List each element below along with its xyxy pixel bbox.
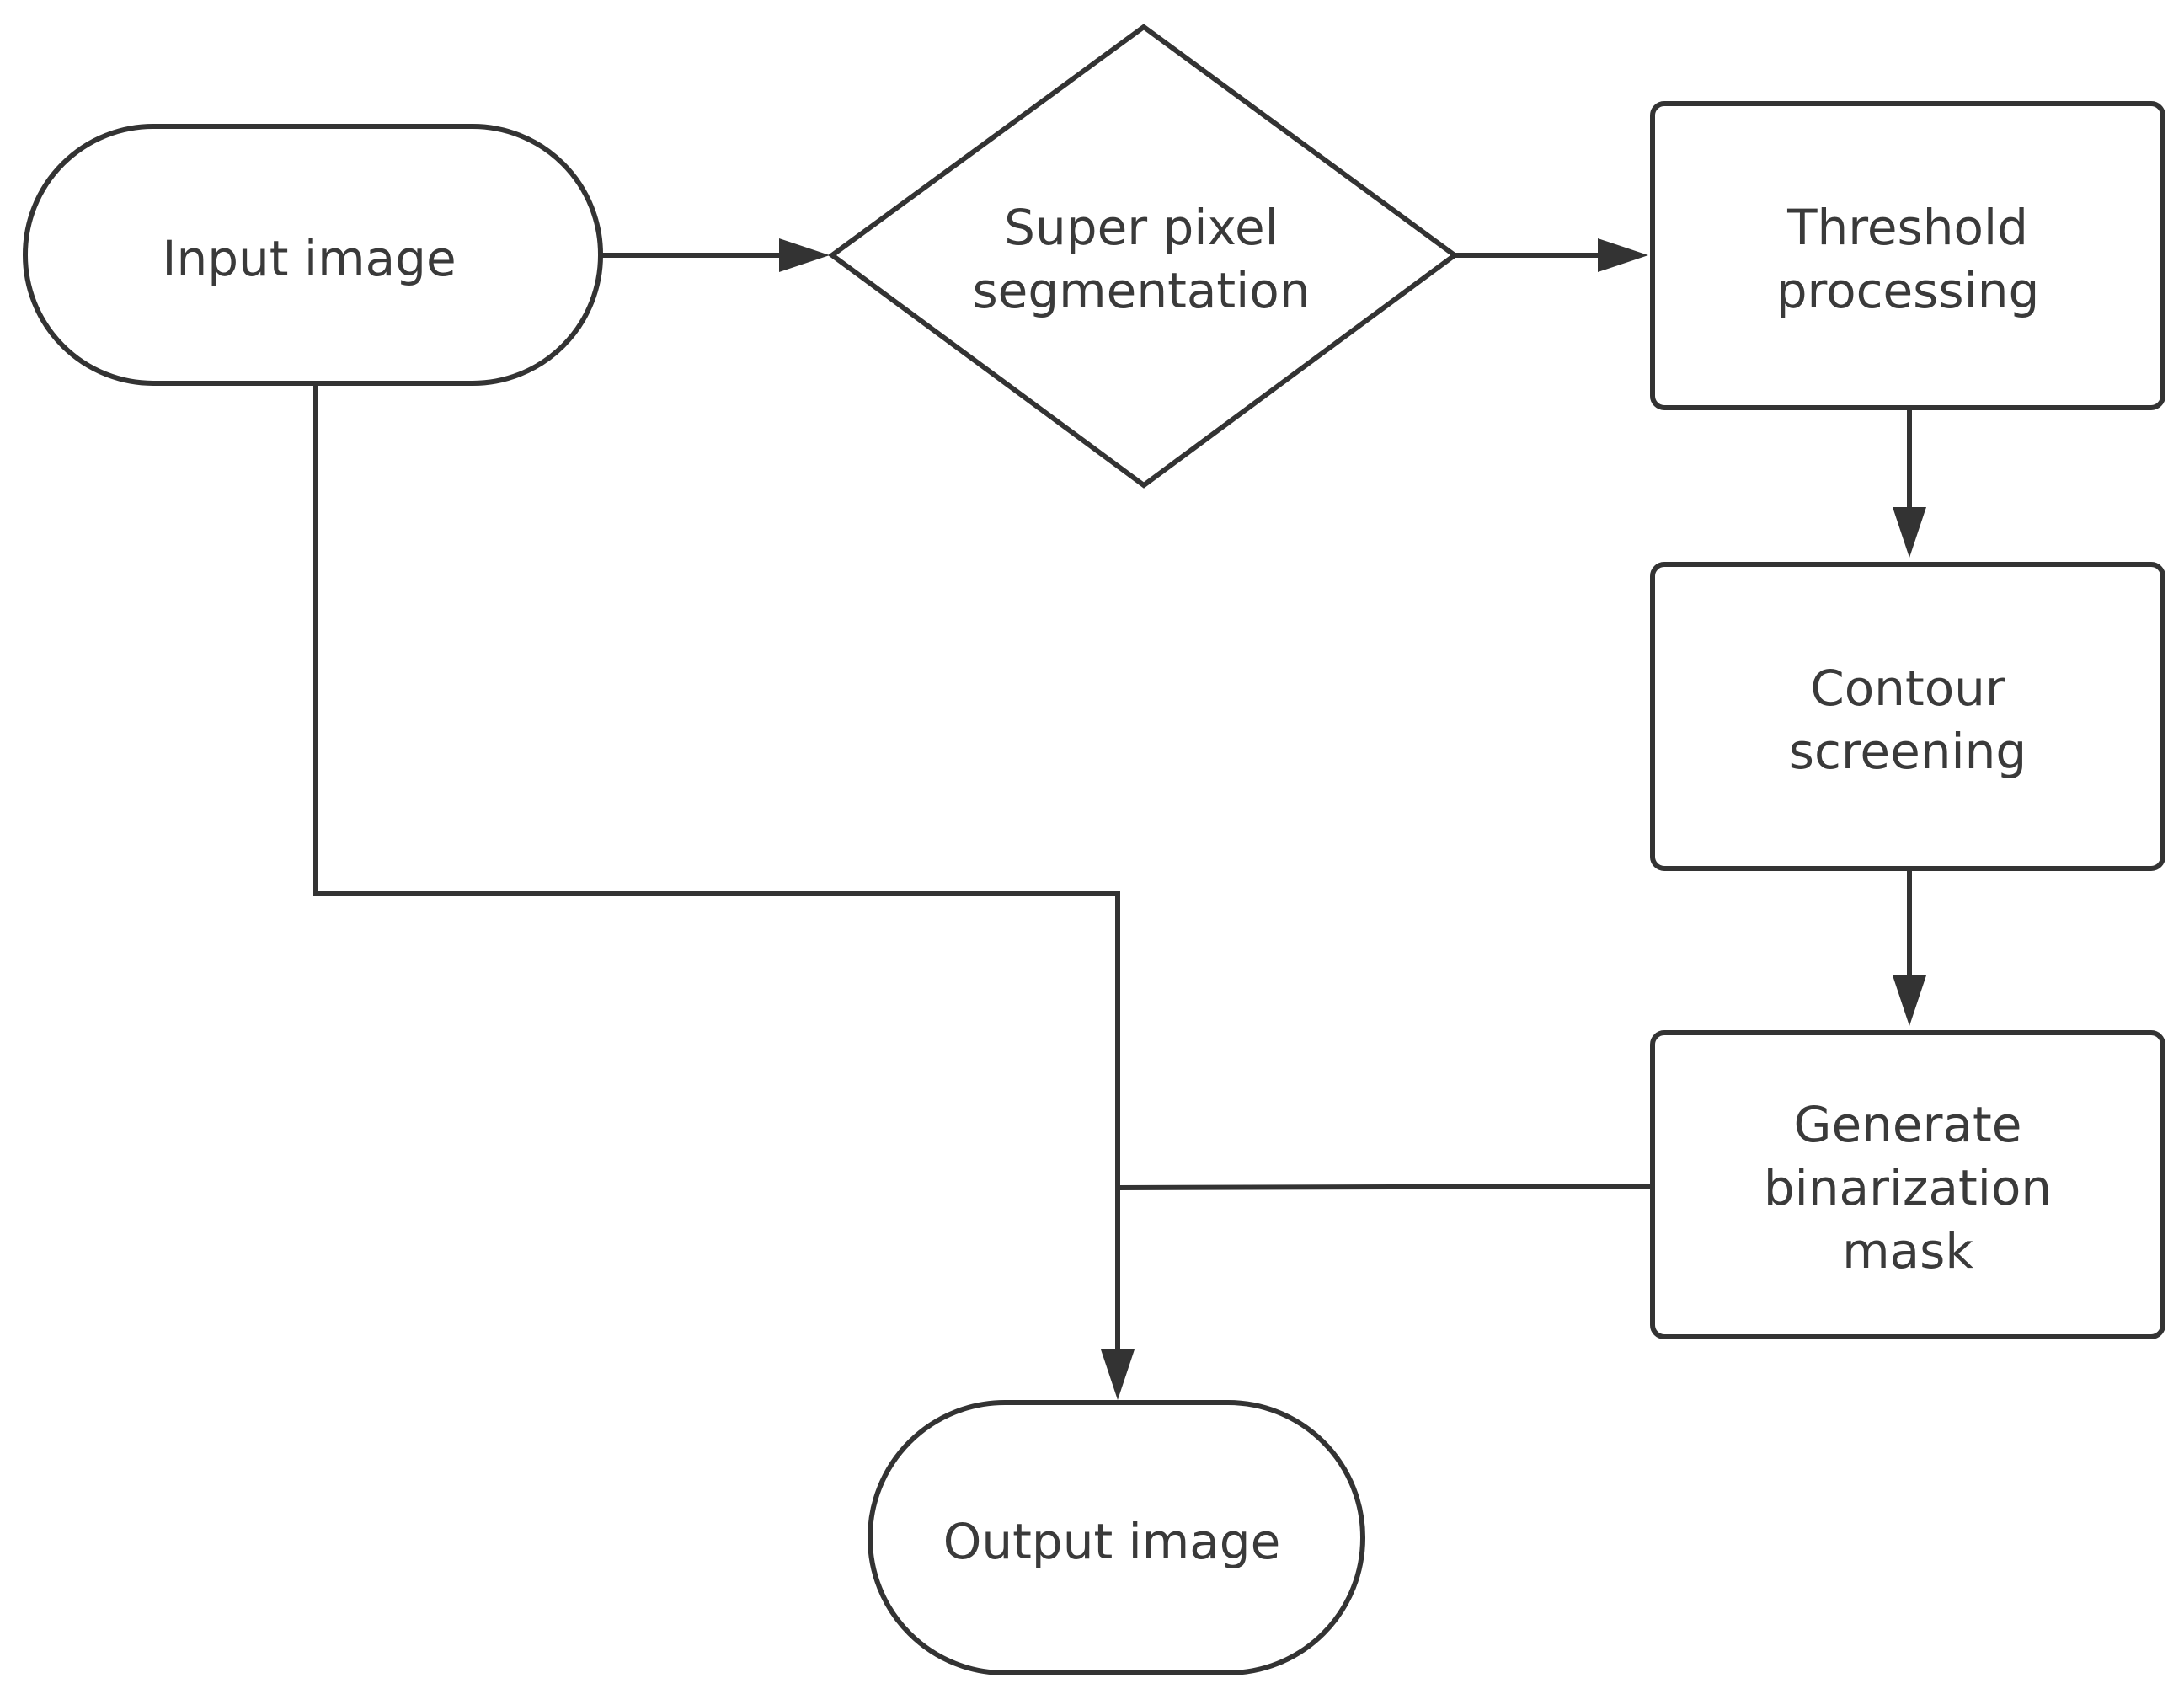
process-shape [1650,1030,2165,1339]
node-label: Input image [162,230,456,287]
node-label-line-2: binarization [1764,1159,2052,1216]
process-shape [1650,101,2165,410]
node-threshold-processing: Threshold processing [1650,101,2165,410]
node-output-image: Output image [868,1400,1365,1675]
arrowhead-superpixel [779,238,830,272]
node-label-line-1: Generate [1794,1096,2022,1153]
terminal-shape [23,124,603,386]
arrowhead-output [1101,1349,1135,1400]
decision-shape [827,24,1460,489]
edges [313,238,1926,1400]
node-label-line-3: mask [1842,1222,1973,1280]
node-label-line-2: screening [1789,723,2027,780]
node-label-line-1: Threshold [1786,199,2028,256]
node-generate-binarization-mask: Generate binarization mask [1650,1030,2165,1339]
terminal-shape [868,1400,1365,1675]
arrowhead-contour [1893,507,1926,558]
arrowhead-threshold [1598,238,1648,272]
node-input-image: Input image [23,124,603,386]
node-label-line-2: processing [1776,262,2040,319]
node-super-pixel-segmentation: Super pixel segmentation [827,24,1460,489]
node-contour-screening: Contour screening [1650,562,2165,871]
arrowhead-binarization [1893,975,1926,1026]
node-label-line-1: Contour [1810,660,2005,717]
node-label-line-1: Super pixel [1004,199,1279,256]
process-shape [1650,562,2165,871]
node-label-line-2: segmentation [972,262,1310,319]
edge-binarization-to-output [1117,1184,1653,1190]
edge-input-to-output [313,383,1120,1358]
node-label: Output image [943,1513,1281,1570]
